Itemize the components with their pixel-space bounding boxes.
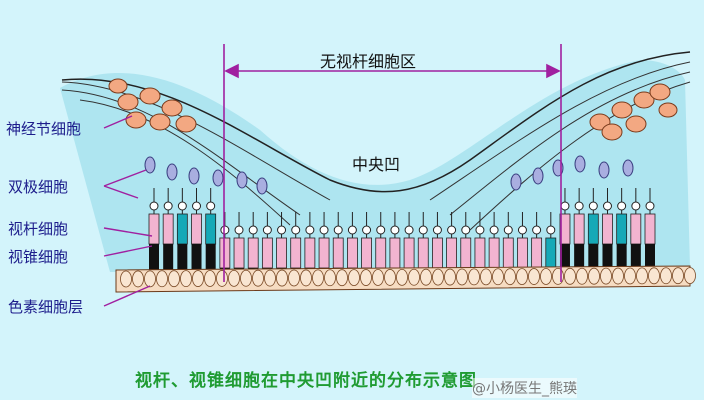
pigment-cell xyxy=(420,268,432,286)
pigment-cell xyxy=(132,270,144,288)
rod-cell xyxy=(247,212,259,270)
pigment-cell xyxy=(180,270,192,288)
pigment-cell xyxy=(360,269,372,286)
rod-cell xyxy=(460,212,472,270)
pigment-cell xyxy=(348,269,360,287)
retina-tissue xyxy=(60,60,690,272)
rod-cell xyxy=(219,212,231,270)
pigment-cell xyxy=(252,269,264,287)
pigment-cell xyxy=(540,268,552,285)
pigment-cell xyxy=(624,267,636,285)
nerve-fibers xyxy=(61,61,691,231)
pigment-cell xyxy=(144,270,156,288)
rod-cell xyxy=(318,212,330,270)
pigment-cell xyxy=(372,269,384,286)
pigment-cell xyxy=(276,269,288,287)
pigment-cell xyxy=(600,267,612,285)
rod-cell xyxy=(644,188,656,270)
pigment-cell xyxy=(648,267,660,285)
rod-free-zone-arrow xyxy=(223,44,562,282)
pigment-cell xyxy=(192,270,204,287)
pigment-cell xyxy=(564,267,576,285)
cone-cell xyxy=(205,188,217,270)
pigment-cell xyxy=(660,267,672,285)
pigment-cell xyxy=(576,267,588,285)
ganglion-cell-label: 神经节细胞 xyxy=(6,120,82,138)
rod-cell xyxy=(148,188,160,270)
rod-cell xyxy=(403,212,415,270)
pigment-cell xyxy=(456,268,468,286)
pigment-cell xyxy=(552,268,564,285)
cone-cell-label: 视锥细胞 xyxy=(8,248,69,266)
pigment-cell xyxy=(408,268,420,286)
pigment-cell xyxy=(684,267,696,285)
pigment-cell xyxy=(636,267,648,285)
pigment-cell xyxy=(216,270,228,287)
pigment-cell xyxy=(228,269,240,287)
rod-cell xyxy=(375,212,387,270)
rod-cell xyxy=(602,188,613,270)
pigment-cell xyxy=(120,270,132,288)
pigment-cell xyxy=(288,269,300,287)
pigment-layer-label: 色素细胞层 xyxy=(8,298,84,316)
rod-cell-label: 视杆细胞 xyxy=(8,220,69,238)
pigment-layer xyxy=(115,265,696,293)
pigment-cell xyxy=(516,268,528,286)
bipolar-cell-label: 双极细胞 xyxy=(8,178,69,196)
cone-cell xyxy=(176,188,188,270)
pigment-cell xyxy=(204,270,216,287)
pigment-cell xyxy=(156,270,168,288)
rod-cell xyxy=(630,188,642,270)
pigment-cell xyxy=(312,269,324,287)
pigment-cell xyxy=(168,270,180,288)
diagram-caption: 视杆、视锥细胞在中央凹附近的分布示意图 xyxy=(135,371,477,391)
pigment-cell xyxy=(264,269,276,287)
pigment-cell xyxy=(300,269,312,287)
fovea-curve xyxy=(61,51,691,193)
cone-cell xyxy=(587,188,599,270)
cone-cell xyxy=(616,188,628,270)
label-pointers xyxy=(103,115,153,307)
bipolar-cells xyxy=(144,155,634,195)
pigment-cell xyxy=(480,268,492,286)
rod-free-zone-title: 无视杆细胞区 xyxy=(320,52,417,71)
pigment-cell xyxy=(528,268,540,285)
rod-cell xyxy=(573,188,585,270)
pigment-cell xyxy=(504,268,516,286)
pigment-cell xyxy=(396,268,408,286)
pigment-cell xyxy=(612,267,624,285)
ganglion-cells xyxy=(108,78,678,141)
pigment-cell xyxy=(468,268,480,286)
pigment-cell xyxy=(336,269,348,287)
rod-cell xyxy=(162,188,174,270)
rod-cell xyxy=(191,188,202,270)
watermark: @小杨医生_熊瑛 xyxy=(472,378,577,398)
pigment-cell xyxy=(672,267,684,285)
pigment-cell xyxy=(240,269,252,287)
pigment-cell xyxy=(324,269,336,287)
pigment-cell xyxy=(588,267,600,285)
pigment-cell xyxy=(432,268,444,286)
pigment-cell xyxy=(384,269,396,286)
pigment-cell xyxy=(444,268,456,286)
photoreceptor-row xyxy=(148,188,656,270)
fovea-label: 中央凹 xyxy=(352,155,401,174)
pigment-cell xyxy=(492,268,504,286)
rod-cell xyxy=(559,188,571,270)
